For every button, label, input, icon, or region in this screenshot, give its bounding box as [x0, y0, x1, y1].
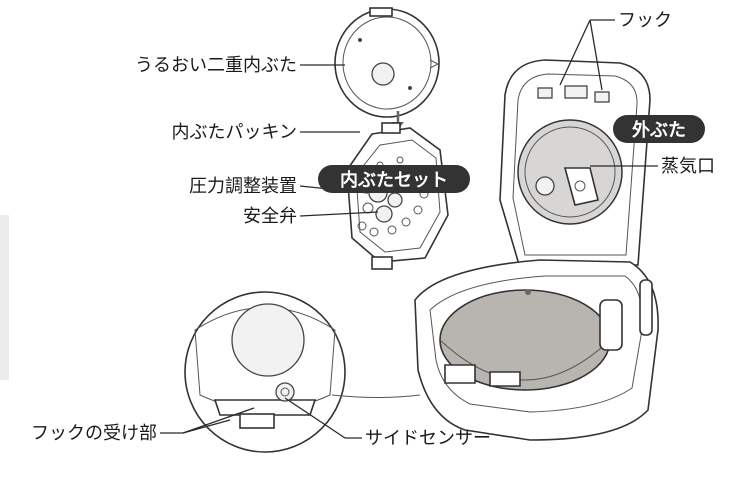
outer-lid-badge-text: 外ぶた [632, 119, 686, 141]
leader-lines [160, 19, 658, 439]
label-hook: フック [618, 10, 672, 31]
label-inner-lid-double: うるおい二重内ぶた [135, 55, 297, 76]
label-side-sensor: サイドセンサー [365, 428, 491, 449]
label-inner-lid-packing: 内ぶたパッキン [172, 122, 297, 143]
label-safety-valve: 安全弁 [243, 206, 297, 227]
outer-lid-badge: 外ぶた [613, 115, 705, 143]
label-pressure-valve: 圧力調整装置 [189, 176, 297, 197]
inner-lid-set-badge-text: 内ぶたセット [340, 169, 448, 191]
double-inner-lid-drawing [334, 7, 440, 118]
inner-lid-set-badge: 内ぶたセット [318, 165, 470, 193]
label-hook-receiver: フックの受け部 [31, 423, 157, 444]
page-edge-tab [0, 215, 9, 380]
inner-lid-set-drawing [346, 122, 449, 270]
label-steam-outlet: 蒸気口 [661, 156, 715, 177]
rice-cooker-body-drawing [414, 59, 659, 441]
